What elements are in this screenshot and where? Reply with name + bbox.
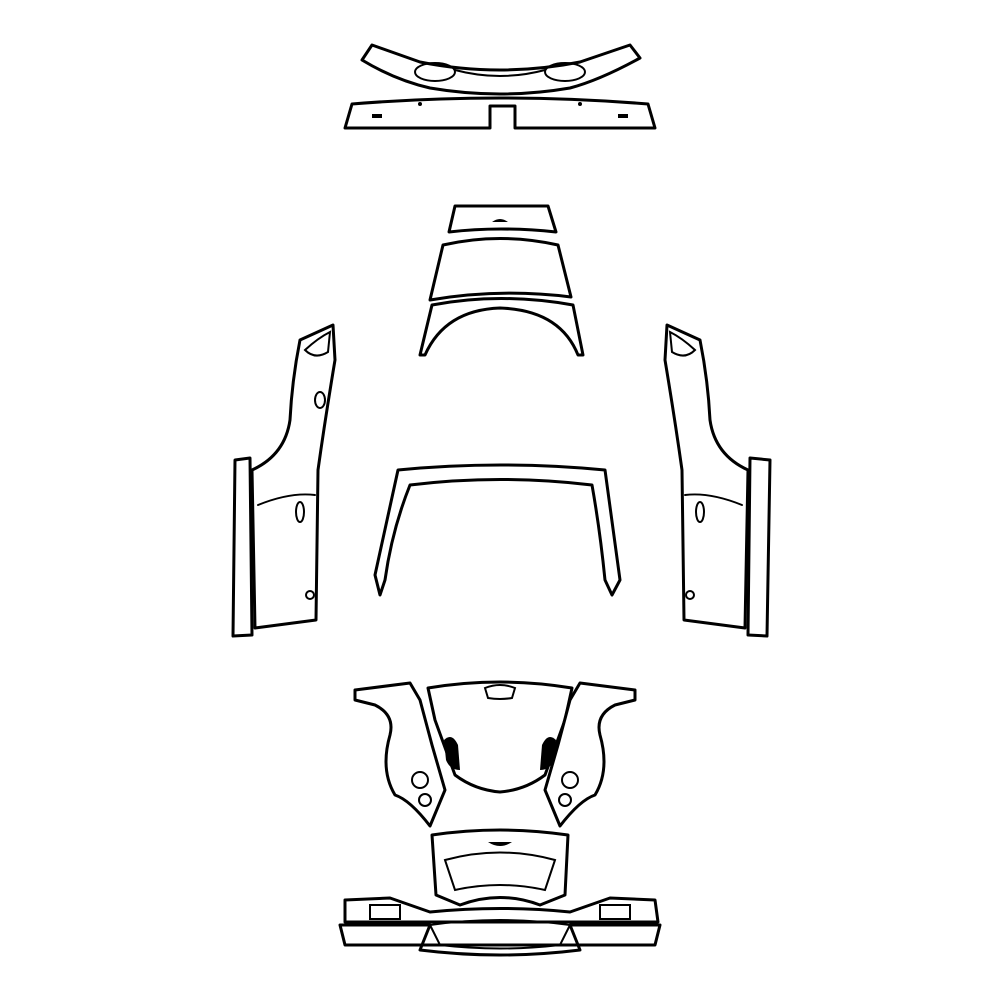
left-side-panel [231,323,337,638]
rear-bumper-upper [360,43,642,96]
front-nose [430,828,570,907]
right-front-fender [543,681,637,828]
windshield-frame [373,463,622,597]
hood [426,680,574,794]
front-bumper [338,896,662,957]
right-side-panel [663,323,772,638]
rear-window [428,237,573,302]
rear-bumper-lower [343,96,657,130]
left-front-fender [353,681,447,828]
roof-arch [418,297,585,357]
roof-top [447,204,558,234]
